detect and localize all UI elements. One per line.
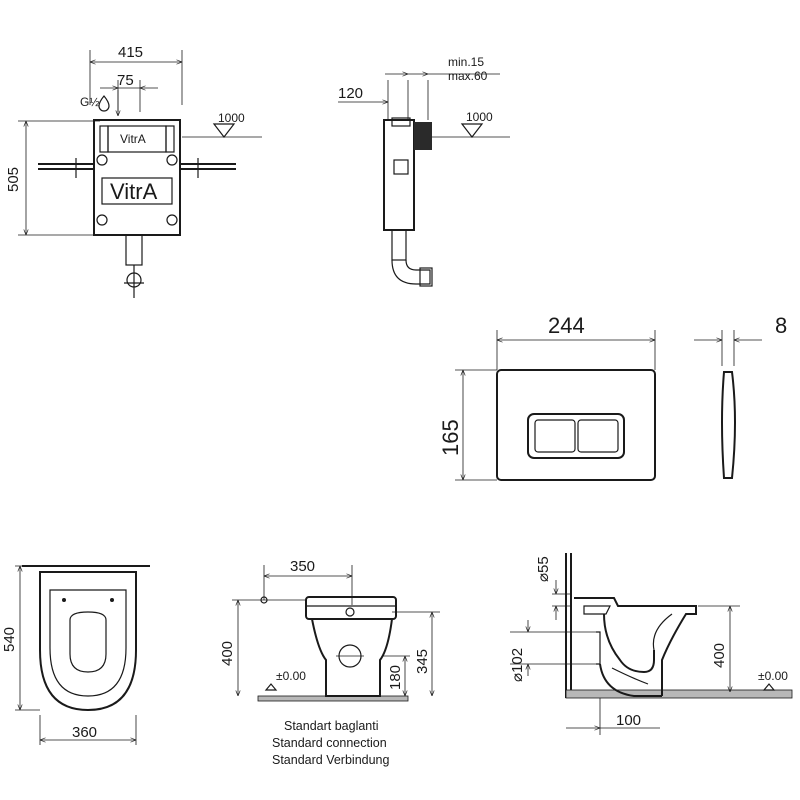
toilet-side-view: ⌀55 ⌀102 400 ±0.00 100 (509, 553, 793, 735)
side-offset-label: 100 (616, 712, 641, 729)
water-drop-icon (98, 95, 110, 112)
toilet-width-label: 360 (72, 724, 97, 741)
note-line-1: Standart baglanti (284, 719, 379, 733)
frame-front-view: 415 75 G½ 505 VitrA VitrA (5, 44, 262, 298)
frame-height-label: 505 (5, 167, 22, 192)
toilet-length-label: 540 (1, 627, 18, 652)
frame-side-view: 120 min.15 max.60 1000 (338, 55, 510, 287)
brand-logo-front: VitrA (110, 179, 158, 204)
front-distance-label: 350 (290, 558, 315, 575)
side-max-label: max.60 (448, 69, 488, 83)
pipe-size-label: G½ (80, 95, 99, 109)
brand-logo-top: VitrA (120, 132, 146, 146)
note-line-2: Standard connection (272, 736, 387, 750)
side-min-label: min.15 (448, 55, 484, 69)
side-diameter-label: ⌀102 (509, 648, 526, 682)
toilet-front-view: 350 400 ±0.00 180 345 Standart baglanti … (219, 558, 440, 767)
front-zero-label: ±0.00 (276, 669, 306, 683)
side-top-dim-label: ⌀55 (535, 556, 552, 582)
frame-width-label: 415 (118, 44, 143, 61)
side-level-label: 1000 (466, 110, 493, 124)
side-height-label: 400 (711, 643, 728, 668)
frame-offset-label: 75 (117, 72, 134, 89)
front-height-label: 400 (219, 641, 236, 666)
plate-width-label: 244 (548, 313, 585, 338)
front-inlet-label: 180 (387, 665, 404, 690)
note-line-3: Standard Verbindung (272, 753, 390, 767)
front-outlet-label: 345 (414, 649, 431, 674)
plate-height-label: 165 (438, 419, 463, 456)
flush-plate-housing (414, 122, 432, 150)
frame-level-label: 1000 (218, 111, 245, 125)
side-depth-label: 120 (338, 85, 363, 102)
side-zero-label: ±0.00 (758, 669, 788, 683)
flush-plate-view: 244 165 8 (438, 313, 787, 481)
toilet-top-view: 540 360 (1, 565, 150, 745)
plate-thickness-label: 8 (775, 313, 787, 338)
